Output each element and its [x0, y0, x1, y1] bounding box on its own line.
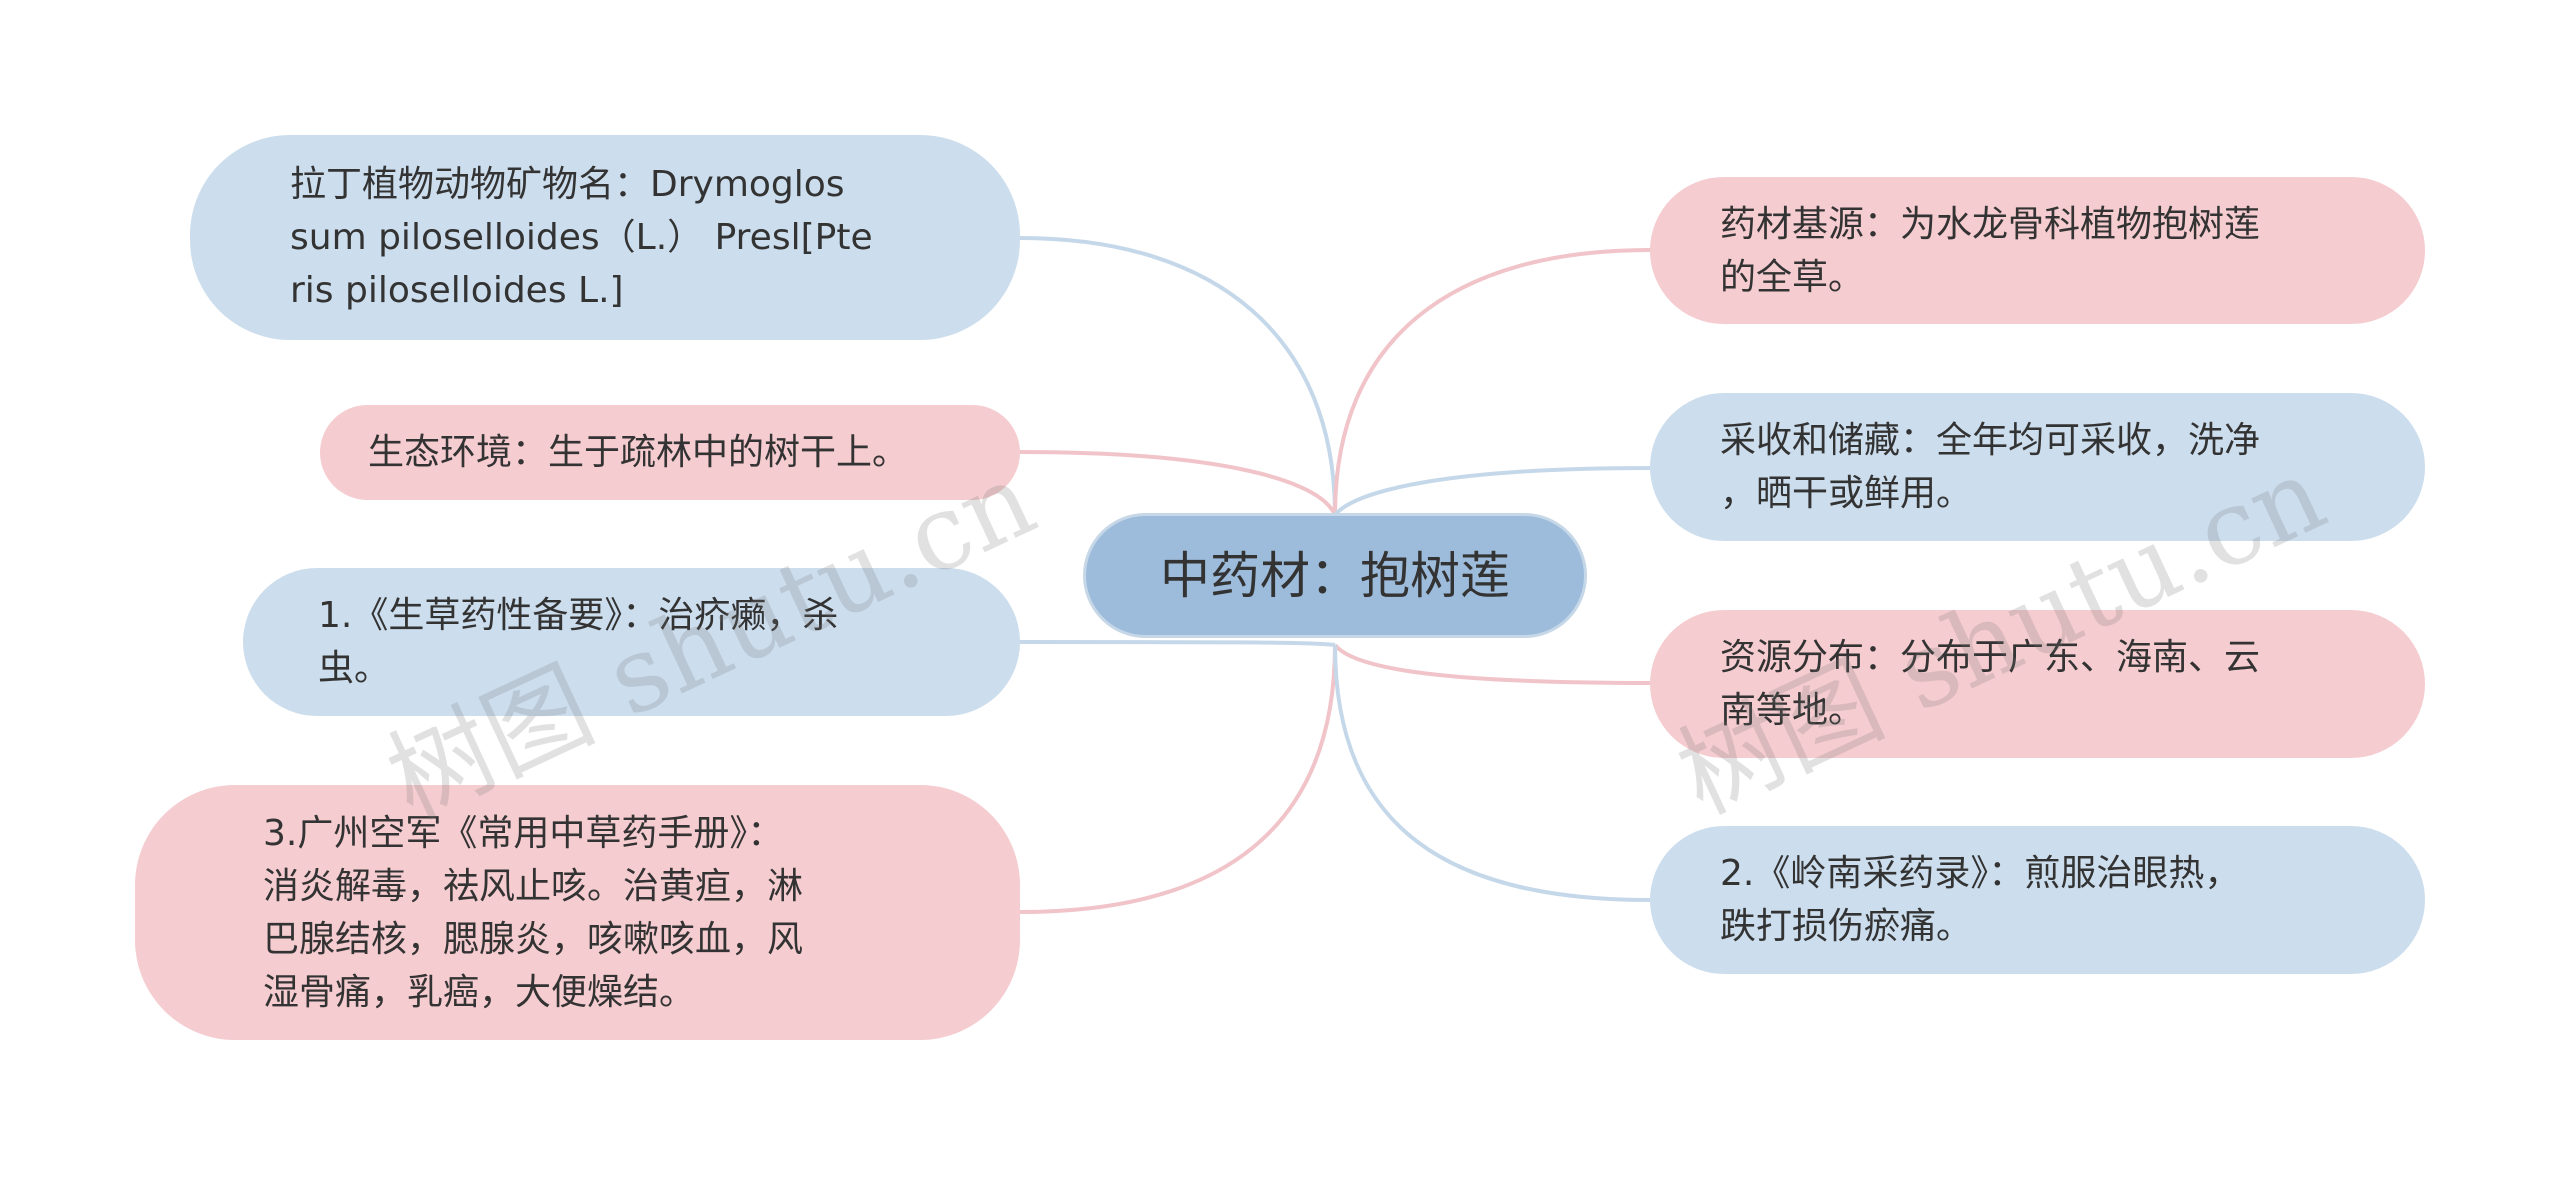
- connector-line: [1019, 644, 1337, 914]
- node-distribution[interactable]: 资源分布：分布于广东、海南、云 南等地。: [1650, 610, 2425, 758]
- node-source-3[interactable]: 3.广州空军《常用中草药手册》： 消炎解毒，祛风止咳。治黄疸，淋 巴腺结核，腮腺…: [135, 785, 1020, 1040]
- node-source-1[interactable]: 1.《生草药性备要》：治疥癞，杀 虫。: [243, 568, 1020, 716]
- connector-line: [1019, 450, 1337, 516]
- node-harvest[interactable]: 采收和储藏：全年均可采收，洗净 ，晒干或鲜用。: [1650, 393, 2425, 541]
- node-habitat-label: 生态环境：生于疏林中的树干上。: [368, 432, 909, 473]
- node-latin-name[interactable]: 拉丁植物动物矿物名：Drymoglos sum piloselloides（L.…: [190, 135, 1020, 340]
- connector-line: [1019, 236, 1337, 516]
- node-origin-label: 药材基源：为水龙骨科植物抱树莲 的全草。: [1720, 203, 2261, 298]
- connector-line: [1333, 466, 1651, 517]
- node-harvest-label: 采收和储藏：全年均可采收，洗净 ，晒干或鲜用。: [1720, 420, 2261, 514]
- node-source-1-label: 1.《生草药性备要》：治疥癞，杀 虫。: [318, 595, 839, 689]
- node-origin[interactable]: 药材基源：为水龙骨科植物抱树莲 的全草。: [1650, 177, 2425, 324]
- node-source-2[interactable]: 2.《岭南采药录》：煎服治眼热， 跌打损伤瘀痛。: [1650, 826, 2425, 974]
- node-source-2-label: 2.《岭南采药录》：煎服治眼热， 跌打损伤瘀痛。: [1720, 853, 2241, 947]
- connector-line: [1333, 643, 1651, 685]
- node-source-3-label: 3.广州空军《常用中草药手册》： 消炎解毒，祛风止咳。治黄疸，淋 巴腺结核，腮腺…: [263, 812, 804, 1013]
- connector-line: [1333, 248, 1651, 516]
- root-node-label: 中药材：抱树莲: [1160, 546, 1510, 605]
- node-distribution-label: 资源分布：分布于广东、海南、云 南等地。: [1720, 637, 2261, 731]
- root-node[interactable]: 中药材：抱树莲: [1083, 513, 1587, 638]
- node-habitat[interactable]: 生态环境：生于疏林中的树干上。: [320, 405, 1020, 500]
- connector-line: [1019, 640, 1336, 647]
- connector-line: [1333, 644, 1651, 902]
- node-latin-name-label: 拉丁植物动物矿物名：Drymoglos sum piloselloides（L.…: [290, 164, 873, 311]
